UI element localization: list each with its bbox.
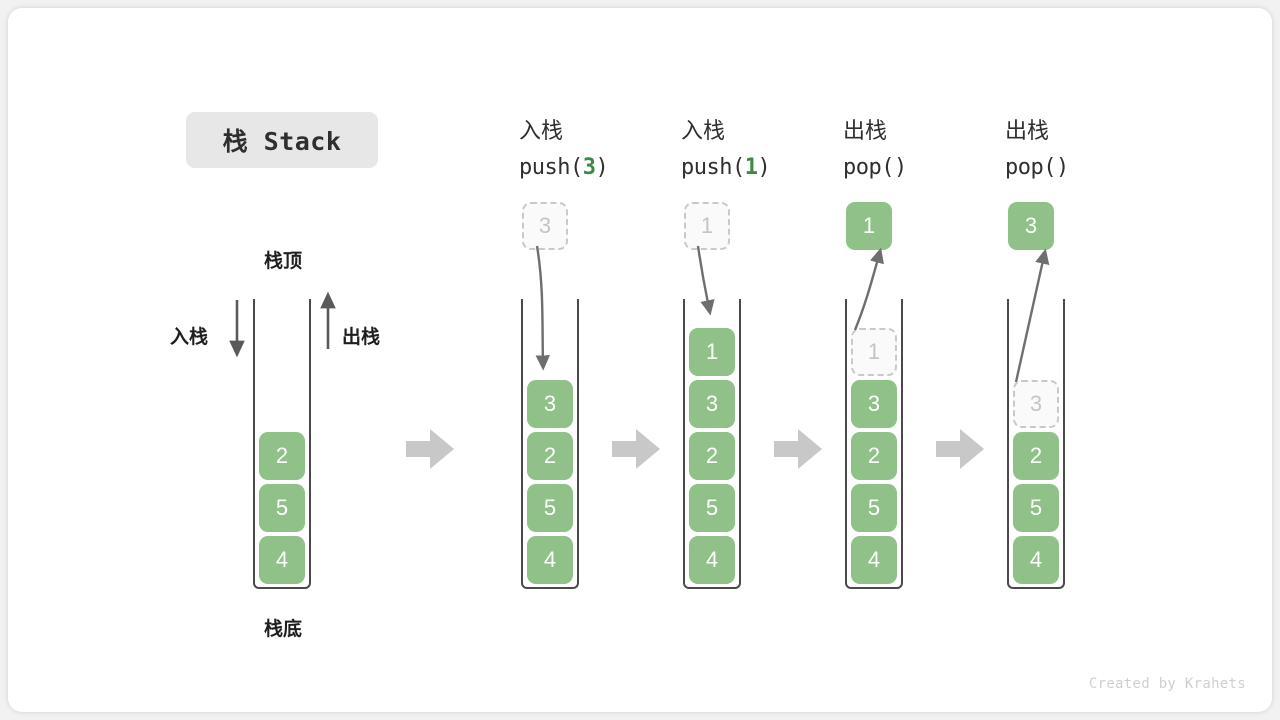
stack-items-initial: 2 5 4 xyxy=(259,432,309,584)
detached-box-push-3: 3 xyxy=(522,202,568,250)
stack-item: 4 xyxy=(689,536,735,584)
diagram-title-badge: 栈 Stack xyxy=(186,112,378,168)
stack-item: 4 xyxy=(851,536,897,584)
column-header-push-3: 入栈 push(3) xyxy=(519,112,609,186)
stack-item: 5 xyxy=(851,484,897,532)
stack-container-push-1: 1 3 2 5 4 xyxy=(683,299,741,589)
stack-top-label: 栈顶 xyxy=(263,251,302,272)
column-header-code-pop-1: pop() xyxy=(843,149,907,186)
column-header-pop-3: 出栈 pop() xyxy=(1005,112,1069,186)
stack-container-initial: 2 5 4 xyxy=(253,299,311,589)
stack-item: 5 xyxy=(527,484,573,532)
code-arg: 1 xyxy=(744,155,758,180)
stack-container-pop-3: 3 2 5 4 xyxy=(1007,299,1065,589)
stack-bottom-label: 栈底 xyxy=(263,619,302,640)
column-header-cn-push-3: 入栈 xyxy=(519,118,564,143)
column-header-cn-pop-3: 出栈 xyxy=(1005,118,1050,143)
step-arrow-icon xyxy=(406,429,454,469)
stack-item: 5 xyxy=(259,484,305,532)
diagram-card: 栈 Stack 入栈 push(3) 入栈 push(1) 出栈 pop() 出… xyxy=(8,8,1272,712)
stack-item: 5 xyxy=(1013,484,1059,532)
column-header-cn-pop-1: 出栈 xyxy=(843,118,888,143)
pop-direction-label: 出栈 xyxy=(342,327,381,348)
stack-item: 4 xyxy=(1013,536,1059,584)
step-arrow-icon xyxy=(936,429,984,469)
push-direction-label: 入栈 xyxy=(170,327,209,348)
code-pre: push( xyxy=(681,155,745,180)
stack-item-ghost: 3 xyxy=(1013,380,1059,428)
code-post: ) xyxy=(757,155,771,180)
stack-item: 3 xyxy=(527,380,573,428)
code-pre: pop( xyxy=(1005,155,1056,180)
detached-box-pop-3: 3 xyxy=(1008,202,1054,250)
code-pre: pop( xyxy=(843,155,894,180)
stack-item: 2 xyxy=(851,432,897,480)
stack-item: 4 xyxy=(527,536,573,584)
stack-container-push-3: 3 2 5 4 xyxy=(521,299,579,589)
diagram-title-text: 栈 Stack xyxy=(222,127,342,156)
stack-item: 1 xyxy=(689,328,735,376)
column-header-push-1: 入栈 push(1) xyxy=(681,112,771,186)
detached-box-pop-1: 1 xyxy=(846,202,892,250)
stack-items-push-3: 3 2 5 4 xyxy=(527,380,577,584)
code-post: ) xyxy=(893,155,907,180)
stack-container-pop-1: 1 3 2 5 4 xyxy=(845,299,903,589)
detached-box-push-1: 1 xyxy=(684,202,730,250)
column-header-code-push-1: push(1) xyxy=(681,149,771,186)
stack-item-ghost: 1 xyxy=(851,328,897,376)
stack-item: 5 xyxy=(689,484,735,532)
column-header-code-push-3: push(3) xyxy=(519,149,609,186)
stack-items-push-1: 1 3 2 5 4 xyxy=(689,328,739,584)
step-arrow-icon xyxy=(774,429,822,469)
stack-item: 3 xyxy=(689,380,735,428)
code-post: ) xyxy=(1055,155,1069,180)
step-arrow-icon xyxy=(612,429,660,469)
stack-item: 2 xyxy=(259,432,305,480)
stack-item: 4 xyxy=(259,536,305,584)
stack-items-pop-3: 3 2 5 4 xyxy=(1013,380,1063,584)
code-pre: push( xyxy=(519,155,583,180)
stack-item: 2 xyxy=(527,432,573,480)
stack-item: 2 xyxy=(1013,432,1059,480)
stack-item: 3 xyxy=(851,380,897,428)
stack-item: 2 xyxy=(689,432,735,480)
credit-text: Created by Krahets xyxy=(1088,676,1246,692)
code-post: ) xyxy=(595,155,609,180)
code-arg: 3 xyxy=(582,155,596,180)
column-header-pop-1: 出栈 pop() xyxy=(843,112,907,186)
stack-items-pop-1: 1 3 2 5 4 xyxy=(851,328,901,584)
column-header-code-pop-3: pop() xyxy=(1005,149,1069,186)
column-header-cn-push-1: 入栈 xyxy=(681,118,726,143)
